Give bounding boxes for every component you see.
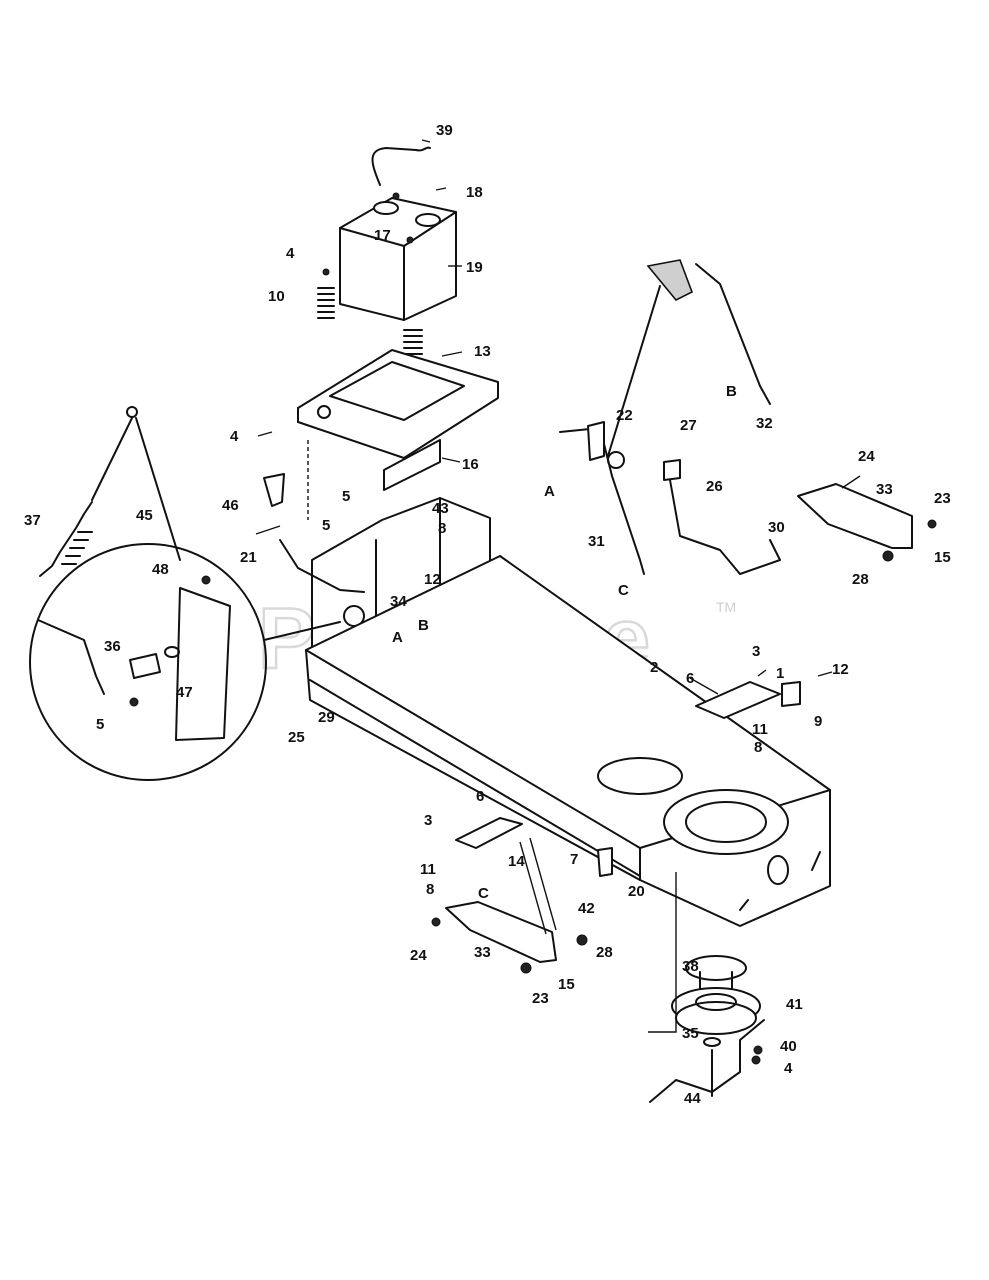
callout-11-a: 11 <box>752 721 768 738</box>
callout-23-a: 23 <box>934 490 951 507</box>
callout-38: 38 <box>682 958 699 975</box>
callout-39: 39 <box>436 122 453 139</box>
callout-42: 42 <box>578 900 595 917</box>
lift-knob <box>263 473 285 507</box>
callout-48: 48 <box>152 561 169 578</box>
callout-7: 7 <box>570 851 578 868</box>
callout-33-b: 33 <box>474 944 491 961</box>
watermark-trademark: TM <box>716 599 736 615</box>
ref-A-pedal: A <box>544 483 555 500</box>
battery-cable <box>371 146 431 186</box>
spring-10 <box>317 268 335 319</box>
callout-22: 22 <box>616 407 633 424</box>
callout-15-a: 15 <box>934 549 951 566</box>
callout-47: 47 <box>176 684 193 701</box>
link-33-upper <box>797 483 913 549</box>
battery-tray <box>297 349 499 491</box>
ref-C-pedal: C <box>618 582 629 599</box>
callout-25: 25 <box>288 729 305 746</box>
callout-45: 45 <box>136 507 153 524</box>
callout-43: 43 <box>432 500 449 517</box>
callout-4-b: 4 <box>230 428 239 445</box>
callout-9: 9 <box>814 713 822 730</box>
callout-26: 26 <box>706 478 723 495</box>
callout-44: 44 <box>684 1090 701 1107</box>
callout-30: 30 <box>768 519 785 536</box>
callout-18: 18 <box>466 184 483 201</box>
callout-1: 1 <box>776 665 784 682</box>
bracket-1 <box>695 681 781 719</box>
ref-A-frame: A <box>392 629 403 646</box>
callout-29: 29 <box>318 709 335 726</box>
callout-5-a: 5 <box>342 488 350 505</box>
callout-24-b: 24 <box>410 947 427 964</box>
battery-spring <box>403 329 423 355</box>
callout-28-b: 28 <box>596 944 613 961</box>
callout-24-a: 24 <box>858 448 875 465</box>
callout-16: 16 <box>462 456 479 473</box>
callout-4-a: 4 <box>286 245 295 262</box>
detail-circle <box>29 543 341 781</box>
callout-23-b: 23 <box>532 990 549 1007</box>
ref-B-frame: B <box>418 617 429 634</box>
callout-5-b: 5 <box>322 517 330 534</box>
idler-arm <box>649 1019 765 1103</box>
callout-31: 31 <box>588 533 605 550</box>
ref-B-pedal: B <box>726 383 737 400</box>
callout-10: 10 <box>268 288 285 305</box>
callout-8-a: 8 <box>438 520 446 537</box>
callout-19: 19 <box>466 259 483 276</box>
callout-3-b: 3 <box>424 812 432 829</box>
callout-34: 34 <box>390 593 407 610</box>
battery <box>339 192 457 321</box>
callout-3-a: 3 <box>752 643 760 660</box>
callout-6-a: 6 <box>686 670 694 687</box>
bracket-20 <box>597 847 613 877</box>
callout-32: 32 <box>756 415 773 432</box>
callout-41: 41 <box>786 996 803 1013</box>
callout-17: 17 <box>374 227 391 244</box>
pedal-assembly <box>559 259 781 575</box>
callout-2: 2 <box>650 659 658 676</box>
callout-35: 35 <box>682 1025 699 1042</box>
callout-12-b: 12 <box>832 661 849 678</box>
callout-20: 20 <box>628 883 645 900</box>
spring-37 <box>39 406 181 577</box>
link-33-lower <box>431 901 588 974</box>
callout-28-a: 28 <box>852 571 869 588</box>
ref-C-link: C <box>478 885 489 902</box>
callout-11-b: 11 <box>420 861 436 878</box>
callout-33-a: 33 <box>876 481 893 498</box>
clip-9 <box>781 681 801 707</box>
main-frame <box>305 555 831 927</box>
callout-8-b: 8 <box>754 739 762 756</box>
callout-4-c: 4 <box>784 1060 793 1077</box>
callout-46: 46 <box>222 497 239 514</box>
lift-handle <box>279 539 365 593</box>
pulley-38 <box>671 955 761 1035</box>
callout-36: 36 <box>104 638 121 655</box>
callout-15-b: 15 <box>558 976 575 993</box>
washer-35 <box>703 1037 721 1047</box>
callout-6-b: 6 <box>476 788 484 805</box>
callout-37: 37 <box>24 512 41 529</box>
callout-5-c: 5 <box>96 716 104 733</box>
callout-13: 13 <box>474 343 491 360</box>
callout-12-a: 12 <box>424 571 441 588</box>
callout-27: 27 <box>680 417 697 434</box>
bracket-14 <box>455 817 523 849</box>
callout-8-c: 8 <box>426 881 434 898</box>
callout-14: 14 <box>508 853 525 870</box>
callout-40: 40 <box>780 1038 797 1055</box>
callout-21: 21 <box>240 549 257 566</box>
